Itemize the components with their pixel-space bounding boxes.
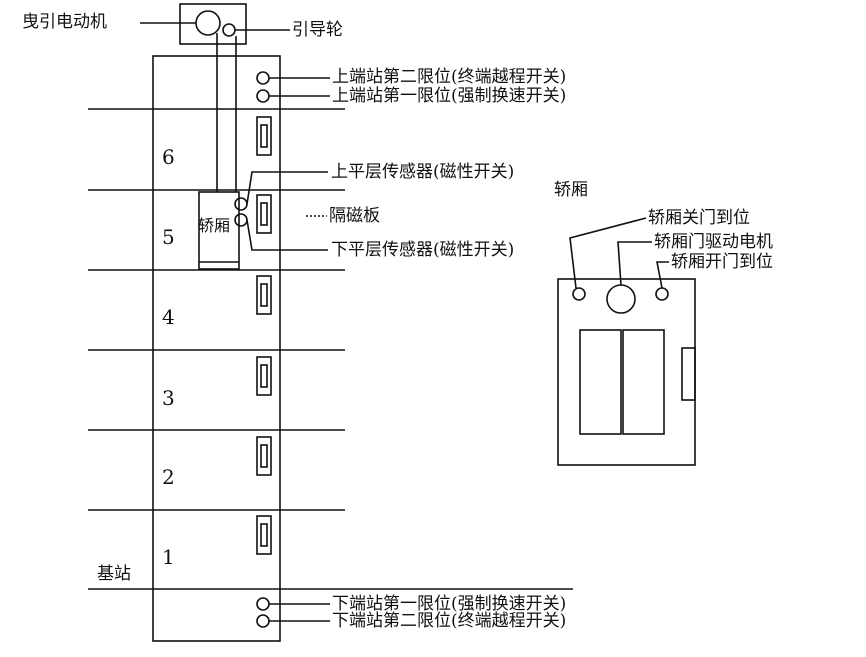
upper-limit-1-label: 上端站第一限位(强制换速开关) — [332, 86, 567, 106]
isolation-plate-label: 隔磁板 — [329, 206, 380, 226]
guide-wheel-label: 引导轮 — [292, 20, 343, 40]
isolation-plate-6-inner — [260, 124, 268, 148]
isolation-plate-3 — [256, 356, 272, 396]
lower-limit-2-label: 下端站第二限位(终端越程开关) — [332, 611, 567, 631]
upper-level-sensor-label: 上平层传感器(磁性开关) — [331, 162, 515, 182]
upper-limit-2-switch — [256, 71, 270, 85]
door-closed-switch — [572, 287, 586, 301]
car-detail-title: 轿厢 — [554, 180, 588, 200]
traction-motor-box — [179, 3, 247, 45]
door-open-switch — [655, 287, 669, 301]
lower-limit-2-switch — [256, 614, 270, 628]
car-in-shaft-label: 轿厢 — [198, 216, 231, 235]
isolation-plate-2-inner — [260, 444, 268, 468]
floor-number-2: 2 — [162, 465, 175, 489]
hoistway — [152, 55, 281, 642]
door-motor — [606, 284, 636, 314]
lower-limit-1-switch — [256, 597, 270, 611]
isolation-plate-6 — [256, 116, 272, 156]
upper-level-sensor-leader — [246, 171, 328, 205]
door-open-label: 轿厢开门到位 — [671, 252, 773, 272]
floor-number-4: 4 — [162, 305, 175, 329]
floor-number-3: 3 — [162, 386, 175, 410]
isolation-plate-1-inner — [260, 523, 268, 547]
upper-level-sensor — [234, 197, 248, 211]
traction-motor-label: 曳引电动机 — [22, 12, 107, 32]
isolation-plate-1 — [256, 515, 272, 555]
lower-level-sensor — [234, 213, 248, 227]
floor-number-6: 6 — [162, 145, 175, 169]
car-door-right — [622, 329, 665, 435]
guide-wheel — [222, 23, 236, 37]
traction-motor-wheel — [195, 10, 221, 36]
lower-level-sensor-label: 下平层传感器(磁性开关) — [331, 240, 515, 260]
door-motor-leader — [617, 241, 652, 286]
door-motor-label: 轿厢门驱动电机 — [654, 232, 773, 252]
car-door-left — [579, 329, 622, 435]
isolation-plate-5 — [256, 194, 272, 234]
floor-number-1: 1 — [162, 545, 175, 569]
isolation-plate-5-inner — [260, 202, 268, 226]
lower-limit-1-label: 下端站第一限位(强制换速开关) — [332, 594, 567, 614]
car-in-shaft — [198, 191, 240, 270]
isolation-plate-4 — [256, 275, 272, 315]
car-side-panel — [681, 347, 696, 401]
upper-limit-2-label: 上端站第二限位(终端越程开关) — [332, 67, 567, 87]
upper-limit-1-switch — [256, 89, 270, 103]
lower-level-sensor-leader — [246, 219, 328, 251]
isolation-plate-3-inner — [260, 364, 268, 388]
door-closed-label: 轿厢关门到位 — [648, 208, 750, 228]
door-open-leader — [656, 261, 669, 289]
base-station-label: 基站 — [97, 564, 131, 584]
isolation-plate-2 — [256, 436, 272, 476]
car-detail-body — [557, 278, 696, 466]
isolation-plate-4-inner — [260, 283, 268, 307]
floor-number-5: 5 — [162, 225, 175, 249]
door-closed-leader — [569, 217, 647, 289]
